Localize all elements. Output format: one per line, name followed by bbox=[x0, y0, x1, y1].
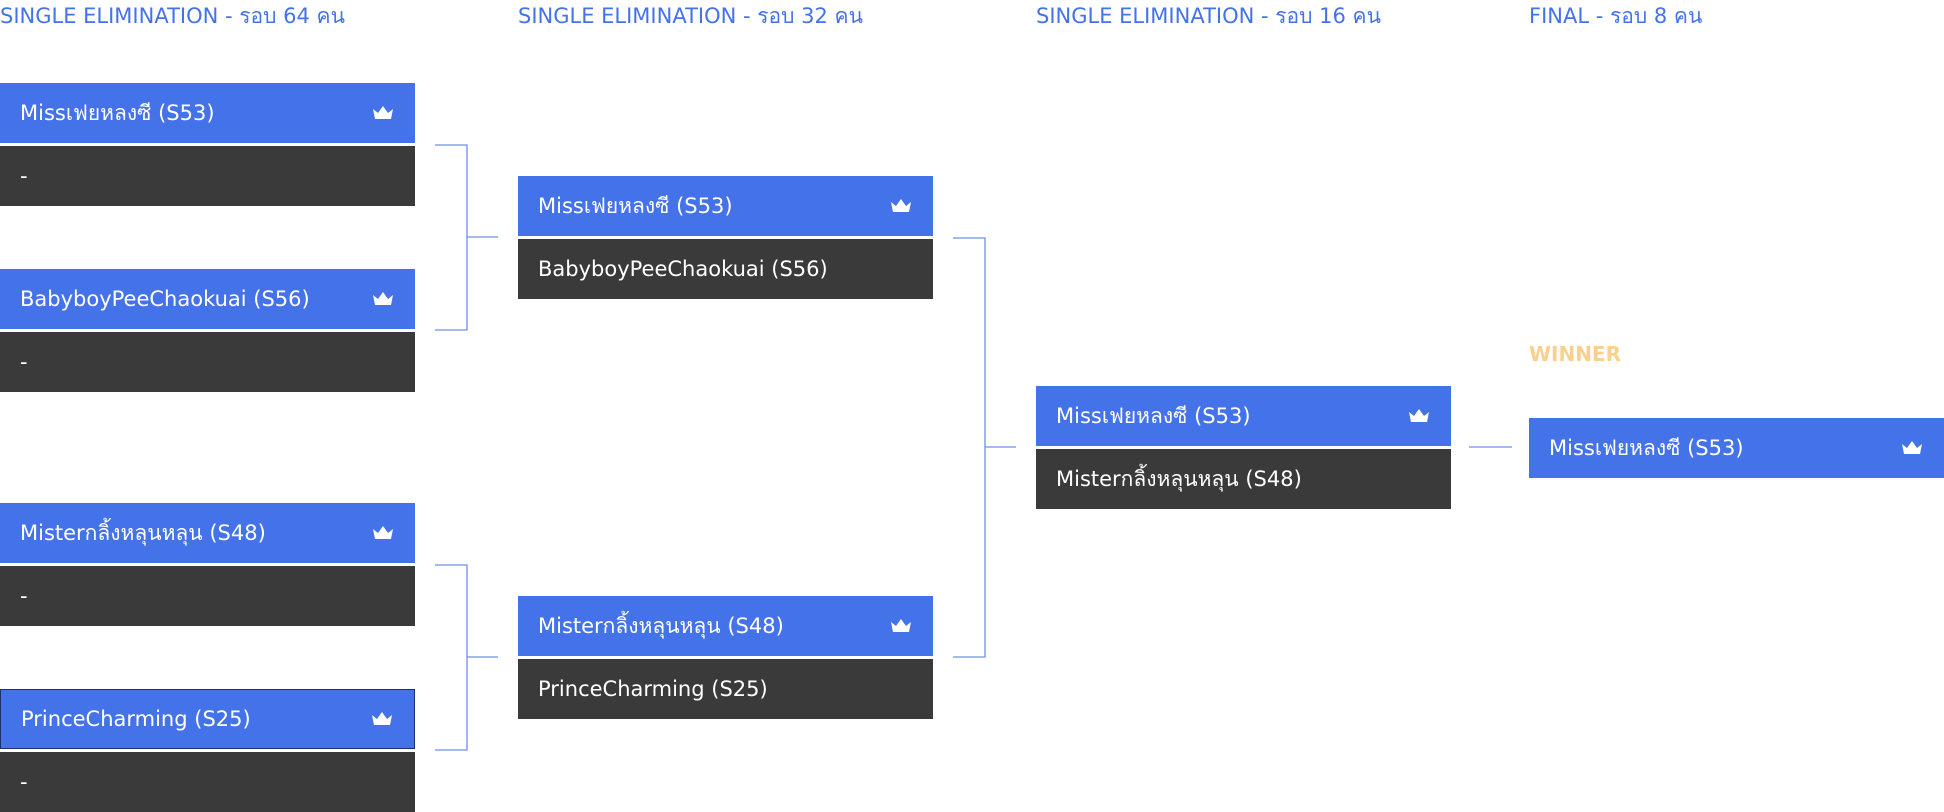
winner-label: WINNER bbox=[1529, 342, 1622, 366]
player-name: PrinceCharming (S25) bbox=[538, 677, 768, 701]
player-name: - bbox=[20, 770, 28, 794]
final-winner-slot[interactable]: Missเฟยหลงซี (S53) bbox=[1529, 418, 1944, 478]
r1-m3-bottom-slot[interactable]: - bbox=[0, 566, 415, 626]
player-name: Missเฟยหลงซี (S53) bbox=[1056, 403, 1251, 428]
connector-r1-m1-m2 bbox=[435, 144, 498, 331]
crown-icon bbox=[891, 199, 911, 212]
round-title-32: SINGLE ELIMINATION - รอบ 32 คน bbox=[518, 4, 863, 28]
player-name: BabyboyPeeChaokuai (S56) bbox=[20, 287, 310, 311]
player-name: PrinceCharming (S25) bbox=[21, 707, 251, 731]
crown-icon bbox=[372, 712, 392, 725]
player-name: - bbox=[20, 584, 28, 608]
r3-m1-bottom-slot[interactable]: Misterกลิ้งหลุนหลุน (S48) bbox=[1036, 449, 1451, 509]
r1-m2-bottom-slot[interactable]: - bbox=[0, 332, 415, 392]
r1-m2-top-slot[interactable]: BabyboyPeeChaokuai (S56) bbox=[0, 269, 415, 329]
r2-m1-bottom-slot[interactable]: BabyboyPeeChaokuai (S56) bbox=[518, 239, 933, 299]
player-name: Misterกลิ้งหลุนหลุน (S48) bbox=[1056, 466, 1302, 491]
player-name: - bbox=[20, 350, 28, 374]
player-name: Missเฟยหลงซี (S53) bbox=[20, 100, 215, 125]
crown-icon bbox=[1409, 409, 1429, 422]
r1-m3-top-slot[interactable]: Misterกลิ้งหลุนหลุน (S48) bbox=[0, 503, 415, 563]
crown-icon bbox=[891, 619, 911, 632]
r2-m2-bottom-slot[interactable]: PrinceCharming (S25) bbox=[518, 659, 933, 719]
r1-m1-bottom-slot[interactable]: - bbox=[0, 146, 415, 206]
connector-r2-m1-m2 bbox=[953, 237, 1016, 658]
round-title-64: SINGLE ELIMINATION - รอบ 64 คน bbox=[0, 4, 345, 28]
r1-m4-bottom-slot[interactable]: - bbox=[0, 752, 415, 812]
crown-icon bbox=[373, 106, 393, 119]
r2-m2-top-slot[interactable]: Misterกลิ้งหลุนหลุน (S48) bbox=[518, 596, 933, 656]
player-name: Misterกลิ้งหลุนหลุน (S48) bbox=[20, 520, 266, 545]
crown-icon bbox=[1902, 441, 1922, 454]
crown-icon bbox=[373, 292, 393, 305]
r1-m1-top-slot[interactable]: Missเฟยหลงซี (S53) bbox=[0, 83, 415, 143]
r2-m1-top-slot[interactable]: Missเฟยหลงซี (S53) bbox=[518, 176, 933, 236]
player-name: Missเฟยหลงซี (S53) bbox=[538, 193, 733, 218]
r3-m1-top-slot[interactable]: Missเฟยหลงซี (S53) bbox=[1036, 386, 1451, 446]
connector-r1-m3-m4 bbox=[435, 564, 498, 751]
player-name: Missเฟยหลงซี (S53) bbox=[1549, 435, 1744, 460]
round-title-final: FINAL - รอบ 8 คน bbox=[1529, 4, 1703, 28]
crown-icon bbox=[373, 526, 393, 539]
player-name: Misterกลิ้งหลุนหลุน (S48) bbox=[538, 613, 784, 638]
round-title-16: SINGLE ELIMINATION - รอบ 16 คน bbox=[1036, 4, 1381, 28]
player-name: - bbox=[20, 164, 28, 188]
r1-m4-top-slot[interactable]: PrinceCharming (S25) bbox=[0, 689, 415, 749]
player-name: BabyboyPeeChaokuai (S56) bbox=[538, 257, 828, 281]
